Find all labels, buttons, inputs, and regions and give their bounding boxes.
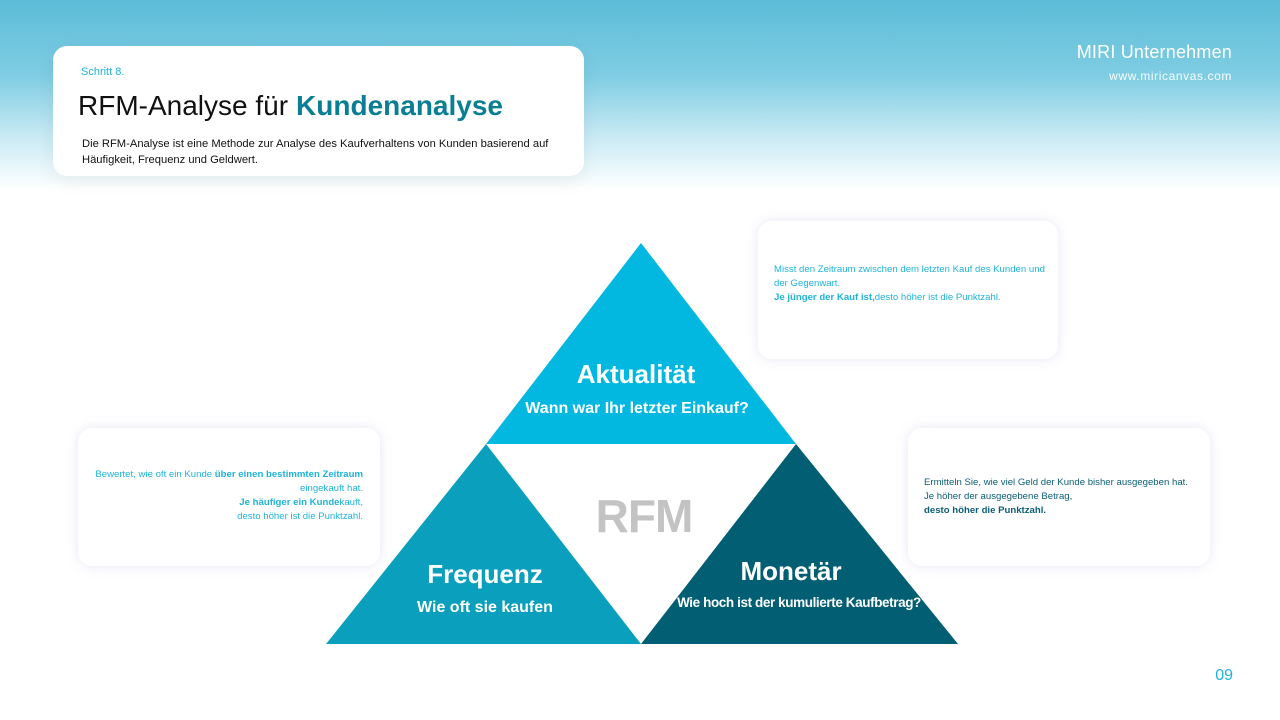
- segment-left-title: Frequenz: [427, 559, 543, 589]
- segment-center-triangle: [486, 444, 796, 644]
- info-line: Misst den Zeitraum zwischen dem letzten …: [774, 264, 1045, 275]
- center-label: RFM: [596, 490, 693, 542]
- info-card-aktualitaet: Misst den Zeitraum zwischen dem letzten …: [758, 221, 1058, 359]
- info-card-monetaer: Ermitteln Sie, wie viel Geld der Kunde b…: [908, 428, 1210, 566]
- page-title-main: RFM-Analyse für: [78, 90, 289, 121]
- brand-block: MIRI Unternehmen www.miricanvas.com: [1077, 42, 1232, 83]
- info-card-monetaer-text: Ermitteln Sie, wie viel Geld der Kunde b…: [924, 476, 1204, 518]
- segment-right-subtitle: Wie hoch ist der kumulierte Kaufbetrag?: [677, 595, 921, 610]
- info-line: Je häufiger ein Kundekauft,: [83, 496, 363, 510]
- info-line: Bewertet, wie oft ein Kunde über einen b…: [83, 468, 363, 482]
- page-description: Die RFM-Analyse ist eine Methode zur Ana…: [82, 138, 549, 166]
- segment-top-triangle: [486, 243, 796, 444]
- segment-left-triangle: [326, 444, 641, 644]
- info-line-rest: desto höher ist die Punktzahl.: [874, 292, 1001, 303]
- segment-top-subtitle: Wann war Ihr letzter Einkauf?: [525, 400, 748, 417]
- info-line: desto höher ist die Punktzahl.: [237, 511, 363, 522]
- info-highlight: über einen bestimmten Zeitraum: [214, 469, 363, 480]
- segment-right-triangle: [641, 444, 958, 644]
- segment-right-title: Monetär: [740, 556, 841, 586]
- step-label: Schritt 8.: [81, 66, 125, 78]
- page-number: 09: [1215, 667, 1233, 684]
- brand-url: www.miricanvas.com: [1109, 69, 1232, 83]
- info-line: eingekauft hat.: [300, 483, 363, 494]
- info-card-frequenz: Bewertet, wie oft ein Kunde über einen b…: [78, 428, 380, 566]
- segment-left-subtitle: Wie oft sie kaufen: [417, 599, 553, 616]
- info-line-plain: Bewertet, wie oft ein Kunde: [95, 469, 215, 480]
- info-highlight: Je häufiger ein Kunde: [239, 497, 340, 508]
- info-card-aktualitaet-text: Misst den Zeitraum zwischen dem letzten …: [774, 263, 1046, 305]
- page-title-accent: Kundenanalyse: [296, 90, 503, 121]
- info-line: Je höher der ausgegebene Betrag,: [924, 491, 1073, 502]
- info-line: desto höher die Punktzahl.: [924, 504, 1204, 518]
- info-highlight: Je jünger der Kauf ist,: [774, 292, 875, 303]
- info-line-rest: kauft,: [339, 497, 363, 508]
- info-line: der Gegenwart.: [774, 278, 841, 289]
- info-card-frequenz-text: Bewertet, wie oft ein Kunde über einen b…: [83, 468, 363, 524]
- brand-name: MIRI Unternehmen: [1076, 42, 1232, 62]
- segment-top-title: Aktualität: [577, 359, 696, 389]
- info-line: Ermitteln Sie, wie viel Geld der Kunde b…: [924, 477, 1188, 488]
- info-highlight: desto höher die Punktzahl.: [924, 505, 1047, 516]
- info-line: Je jünger der Kauf ist,desto höher ist d…: [774, 291, 1046, 305]
